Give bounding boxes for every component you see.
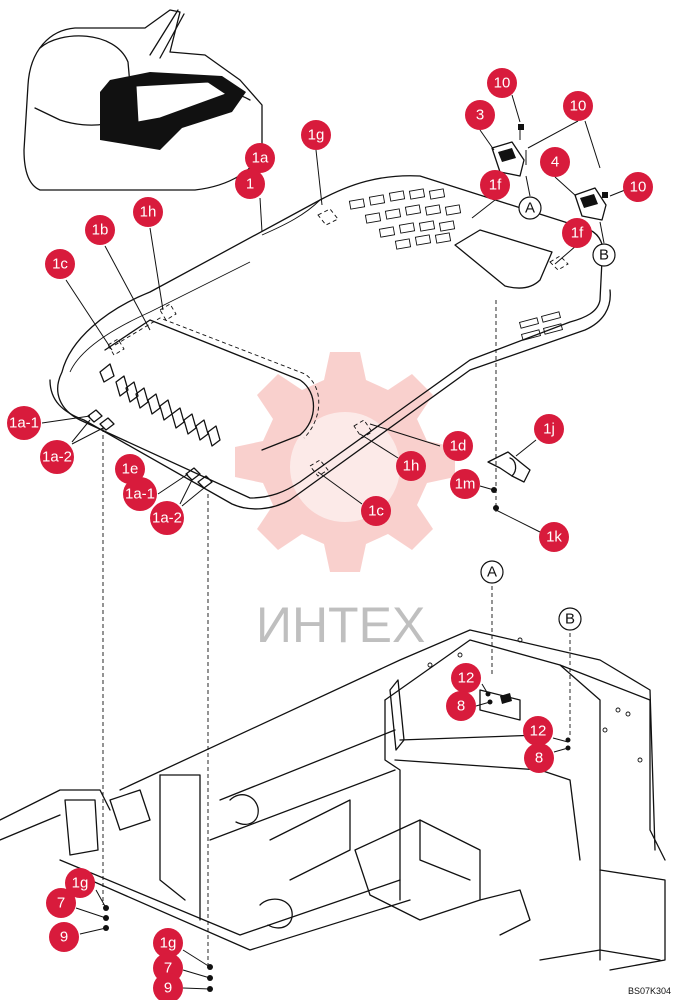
callout-c-1d: 1d (443, 431, 473, 461)
callout-label: 1j (543, 421, 555, 438)
callout-c-1e: 1e (115, 454, 145, 484)
roof-vent-slots (99, 363, 221, 447)
callout-c-1c-b: 1c (361, 496, 391, 526)
callout-c-1g-l: 1g (65, 868, 95, 898)
callout-c-1: 1 (235, 169, 265, 199)
callout-c-1m: 1m (450, 469, 480, 499)
callout-label: 1g (308, 127, 325, 144)
callout-c-1a-1-a: 1a-1 (7, 406, 41, 440)
hinge-right (574, 187, 608, 221)
callout-c-1a-1-b: 1a-1 (123, 477, 157, 511)
callout-c-10-a: 10 (487, 68, 517, 98)
callout-c-1h-a: 1h (133, 197, 163, 227)
callout-label: 1g (160, 935, 177, 952)
callout-label: 12 (530, 723, 547, 740)
callout-c-1g-r: 1g (153, 928, 183, 958)
leader-lines (41, 94, 626, 990)
callout-c-10-b: 10 (563, 91, 593, 121)
watermark-text: ИНТЕХ (256, 597, 425, 653)
cab-frame (0, 629, 666, 992)
reference-l-a-top: A (518, 196, 542, 220)
callout-label: 7 (164, 960, 172, 977)
callout-label: 1e (122, 461, 139, 478)
callout-c-1c-a: 1c (45, 249, 75, 279)
callout-label: 7 (57, 895, 65, 912)
callout-label: 1f (489, 177, 502, 194)
callout-label: 1a-2 (42, 449, 72, 466)
callout-label: 1 (246, 176, 254, 193)
reference-letter: A (525, 200, 535, 217)
reference-l-b-top: B (592, 243, 616, 267)
roof-top-vents (348, 188, 564, 341)
callout-label: 9 (60, 929, 68, 946)
callout-label: 1a-1 (125, 486, 155, 503)
callout-c-1a-2-a: 1a-2 (40, 440, 74, 474)
callout-c-1f-b: 1f (562, 218, 592, 248)
callout-label: 10 (570, 98, 587, 115)
callout-label: 1h (140, 204, 157, 221)
reference-l-b-bottom: B (558, 607, 582, 631)
callout-c-4: 4 (540, 147, 570, 177)
callout-c-1j: 1j (534, 414, 564, 444)
callout-c-1k: 1k (539, 522, 569, 552)
callout-c-1g-top: 1g (301, 120, 331, 150)
drawing-code: BS07K304 (628, 986, 671, 996)
callout-label: 1f (571, 225, 584, 242)
callout-c-1a: 1a (245, 143, 275, 173)
callout-label: 1h (403, 458, 420, 475)
callout-c-9-r: 9 (153, 973, 183, 1000)
callout-label: 1c (368, 503, 384, 520)
callout-label: 10 (630, 179, 647, 196)
bracket-1j (487, 451, 531, 511)
callout-c-7-l: 7 (46, 888, 76, 918)
callout-label: 10 (494, 75, 511, 92)
inset-cab-seat (23, 9, 263, 191)
callout-c-1h-b: 1h (396, 451, 426, 481)
callout-c-8-b: 8 (524, 743, 554, 773)
callout-label: 4 (551, 154, 559, 171)
callout-c-8-a: 8 (446, 691, 476, 721)
watermark-gear-logo (235, 352, 455, 572)
callout-c-1b: 1b (85, 215, 115, 245)
callout-label: 1c (52, 256, 68, 273)
callout-c-1f-a: 1f (480, 170, 510, 200)
reference-letter: A (487, 564, 497, 581)
callout-label: 9 (164, 980, 172, 997)
callout-c-12-b: 12 (523, 716, 553, 746)
callout-label: 1b (92, 222, 109, 239)
reference-letter: B (599, 247, 609, 264)
callout-c-9-l: 9 (49, 922, 79, 952)
callout-label: 1a-1 (9, 415, 39, 432)
callout-c-1a-2-b: 1a-2 (150, 501, 184, 535)
callout-label: 8 (535, 750, 543, 767)
reference-l-a-bottom: A (480, 560, 504, 584)
callout-label: 1m (455, 476, 476, 493)
callout-label: 1g (72, 875, 89, 892)
callout-label: 12 (458, 670, 475, 687)
hinge-left (491, 124, 527, 177)
callout-label: 1d (450, 438, 467, 455)
callout-label: 1k (546, 529, 562, 546)
reference-letter: B (565, 611, 575, 628)
callout-label: 8 (457, 698, 465, 715)
callout-label: 3 (476, 107, 484, 124)
callout-label: 1a-2 (152, 510, 182, 527)
callout-c-10-c: 10 (623, 172, 653, 202)
callout-label: 1a (252, 150, 269, 167)
callout-c-3: 3 (465, 100, 495, 130)
callout-c-12-a: 12 (451, 663, 481, 693)
